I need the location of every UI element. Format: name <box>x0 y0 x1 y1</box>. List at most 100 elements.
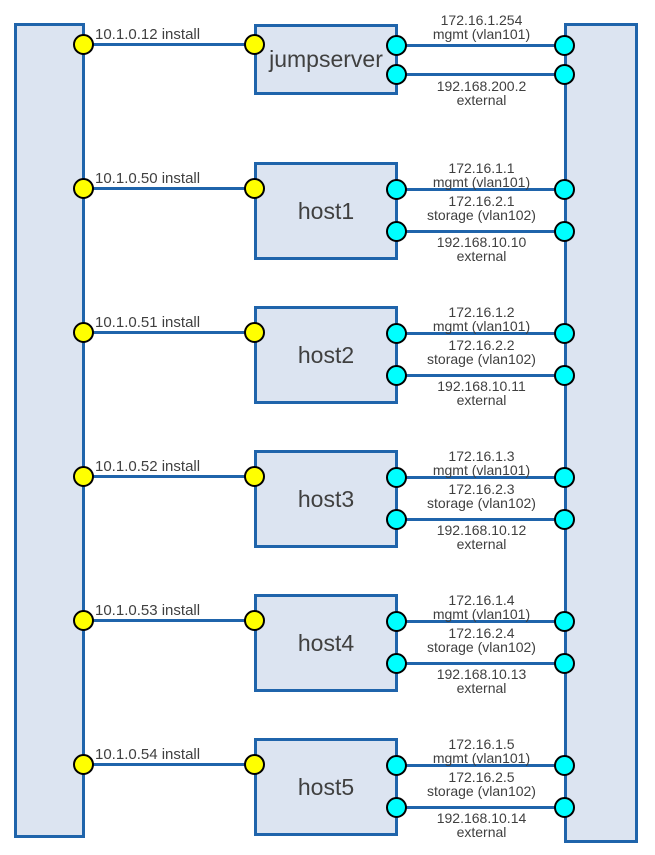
external-port-dot-icon <box>554 221 575 242</box>
node-row-host1: 10.1.0.50 install host1 172.16.1.1 mgmt … <box>0 144 655 288</box>
mgmt-port-dot-icon <box>554 755 575 776</box>
install-ip-label: 10.1.0.52 install <box>95 458 201 475</box>
node-row-jumpserver: 10.1.0.12 install jumpserver 172.16.1.25… <box>0 0 655 144</box>
node-row-host3: 10.1.0.52 install host3 172.16.1.3 mgmt … <box>0 432 655 576</box>
mgmt-net-label: 172.16.1.254 mgmt (vlan101) <box>400 13 563 41</box>
net-name: external <box>456 248 507 264</box>
install-port-dot-icon <box>73 34 94 55</box>
mgmt-port-dot-icon <box>386 755 407 776</box>
net-name: mgmt (vlan101) <box>432 318 531 334</box>
mgmt-port-dot-icon <box>386 611 407 632</box>
external-port-dot-icon <box>386 64 407 85</box>
node-box-host3: host3 <box>254 450 398 548</box>
external-port-dot-icon <box>386 653 407 674</box>
install-link-line <box>84 43 255 46</box>
node-box-host2: host2 <box>254 306 398 404</box>
external-net-label: 192.168.200.2 external <box>400 79 563 107</box>
mgmt-port-dot-icon <box>554 35 575 56</box>
external-net-label: 192.168.10.11 external <box>400 379 563 407</box>
node-name-label: host2 <box>297 341 355 368</box>
install-port-dot-icon <box>244 610 265 631</box>
install-link-line <box>84 619 255 622</box>
net-ip: 192.168.10.12 <box>436 522 527 538</box>
net-ip: 172.16.2.2 <box>448 337 515 353</box>
net-ip: 172.16.1.2 <box>448 304 515 320</box>
install-ip-label: 10.1.0.54 install <box>95 746 201 763</box>
net-name: external <box>456 392 507 408</box>
install-link-line <box>84 187 255 190</box>
external-link-line <box>397 806 565 809</box>
net-ip: 172.16.1.254 <box>440 12 523 28</box>
node-row-host2: 10.1.0.51 install host2 172.16.1.2 mgmt … <box>0 288 655 432</box>
install-port-dot-icon <box>244 178 265 199</box>
mgmt-port-dot-icon <box>386 467 407 488</box>
mgmt-port-dot-icon <box>554 323 575 344</box>
mgmt-net-label: 172.16.1.2 mgmt (vlan101) <box>400 305 563 333</box>
net-ip: 172.16.2.4 <box>448 625 515 641</box>
external-link-line <box>397 230 565 233</box>
storage-net-label: 172.16.2.3 storage (vlan102) <box>400 482 563 510</box>
net-name: external <box>456 680 507 696</box>
external-net-label: 192.168.10.14 external <box>400 811 563 839</box>
mgmt-link-line <box>397 332 565 335</box>
install-port-dot-icon <box>244 754 265 775</box>
node-row-host4: 10.1.0.53 install host4 172.16.1.4 mgmt … <box>0 576 655 720</box>
node-box-host1: host1 <box>254 162 398 260</box>
node-name-label: host4 <box>297 629 355 656</box>
net-ip: 192.168.10.14 <box>436 810 527 826</box>
storage-net-label: 172.16.2.4 storage (vlan102) <box>400 626 563 654</box>
mgmt-port-dot-icon <box>554 467 575 488</box>
external-link-line <box>397 374 565 377</box>
install-ip-label: 10.1.0.51 install <box>95 314 201 331</box>
node-name-label: jumpserver <box>269 46 383 72</box>
node-box-host4: host4 <box>254 594 398 692</box>
net-name: mgmt (vlan101) <box>432 606 531 622</box>
external-port-dot-icon <box>554 653 575 674</box>
install-link-line <box>84 331 255 334</box>
node-box-jumpserver: jumpserver <box>254 24 398 95</box>
net-name: external <box>456 92 507 108</box>
net-name: storage (vlan102) <box>427 495 536 511</box>
storage-net-label: 172.16.2.5 storage (vlan102) <box>400 770 563 798</box>
network-switch-bar <box>564 23 638 843</box>
net-name: mgmt (vlan101) <box>432 750 531 766</box>
external-port-dot-icon <box>386 365 407 386</box>
install-link-line <box>84 475 255 478</box>
external-port-dot-icon <box>554 365 575 386</box>
install-port-dot-icon <box>244 466 265 487</box>
mgmt-port-dot-icon <box>554 179 575 200</box>
install-port-dot-icon <box>244 34 265 55</box>
install-port-dot-icon <box>73 178 94 199</box>
install-ip-label: 10.1.0.53 install <box>95 602 201 619</box>
mgmt-net-label: 172.16.1.1 mgmt (vlan101) <box>400 161 563 189</box>
mgmt-link-line <box>397 476 565 479</box>
mgmt-link-line <box>397 44 565 47</box>
net-name: storage (vlan102) <box>427 207 536 223</box>
mgmt-link-line <box>397 764 565 767</box>
install-port-dot-icon <box>73 610 94 631</box>
net-name: storage (vlan102) <box>427 351 536 367</box>
net-ip: 192.168.10.11 <box>437 378 526 394</box>
node-name-label: host1 <box>297 197 355 224</box>
external-net-label: 192.168.10.10 external <box>400 235 563 263</box>
net-ip: 172.16.1.3 <box>448 448 515 464</box>
mgmt-port-dot-icon <box>386 179 407 200</box>
node-box-host5: host5 <box>254 738 398 836</box>
net-ip: 192.168.10.13 <box>436 666 527 682</box>
node-name-label: host5 <box>297 773 355 800</box>
node-name-label: host3 <box>297 485 355 512</box>
node-row-host5: 10.1.0.54 install host5 172.16.1.5 mgmt … <box>0 720 655 855</box>
external-net-label: 192.168.10.13 external <box>400 667 563 695</box>
external-port-dot-icon <box>554 509 575 530</box>
install-ip-label: 10.1.0.50 install <box>95 170 201 187</box>
net-ip: 172.16.2.5 <box>448 769 515 785</box>
net-name: external <box>456 536 507 552</box>
mgmt-net-label: 172.16.1.4 mgmt (vlan101) <box>400 593 563 621</box>
net-name: storage (vlan102) <box>427 783 536 799</box>
net-ip: 192.168.200.2 <box>436 78 527 94</box>
net-ip: 172.16.1.5 <box>448 736 515 752</box>
net-name: mgmt (vlan101) <box>432 174 531 190</box>
net-ip: 172.16.1.1 <box>448 160 515 176</box>
install-ip-label: 10.1.0.12 install <box>95 26 201 43</box>
